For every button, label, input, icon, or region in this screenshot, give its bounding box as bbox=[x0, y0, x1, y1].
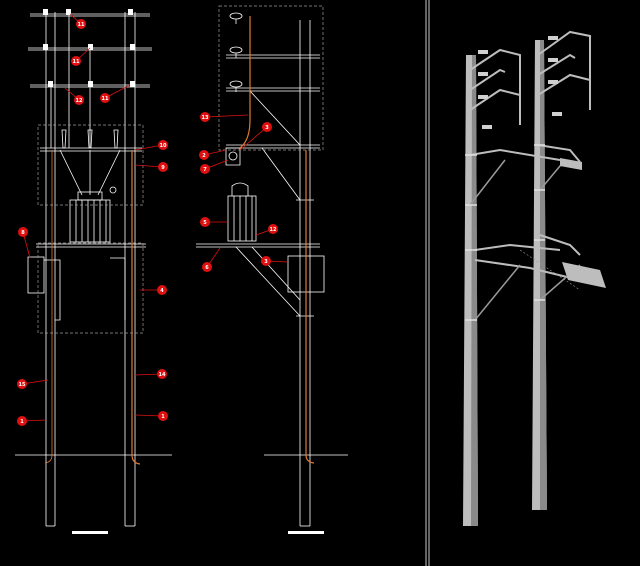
callout-number: 7 bbox=[203, 167, 207, 173]
callout-bubble bbox=[200, 217, 210, 227]
callout-bubble bbox=[17, 416, 27, 426]
side-down-lead bbox=[239, 16, 315, 464]
callout-front-12: 1 bbox=[134, 411, 168, 421]
front-drop-conductors bbox=[50, 14, 121, 196]
callout-number: 11 bbox=[78, 22, 85, 28]
callout-number: 11 bbox=[102, 96, 109, 102]
side-pole bbox=[299, 20, 311, 527]
callout-number: 5 bbox=[203, 220, 207, 226]
side-braces bbox=[235, 90, 301, 317]
callout-number: 1 bbox=[161, 414, 165, 420]
front-detail-frames bbox=[37, 124, 144, 334]
render-left-pole bbox=[463, 55, 478, 526]
callout-front-3: 11 bbox=[100, 84, 131, 103]
front-scale-bar bbox=[72, 531, 108, 534]
callout-side-6: 12 bbox=[255, 224, 278, 236]
callout-bubble bbox=[158, 411, 168, 421]
callout-leader bbox=[239, 126, 268, 151]
callout-leader bbox=[204, 114, 249, 118]
callout-bubble bbox=[71, 56, 81, 66]
callout-number: 3 bbox=[264, 259, 268, 265]
callout-side-1: 13 bbox=[200, 112, 249, 122]
render-dashes bbox=[519, 249, 581, 291]
callout-bubble bbox=[18, 227, 28, 237]
render-pole-bands bbox=[465, 144, 545, 321]
render-3d-view bbox=[463, 30, 606, 526]
front-insulators bbox=[43, 9, 135, 87]
callout-bubble bbox=[200, 164, 210, 174]
render-braces bbox=[469, 159, 581, 321]
callout-front-6: 9 bbox=[134, 162, 168, 172]
callout-front-11: 1 bbox=[17, 416, 47, 426]
front-down-lead bbox=[44, 150, 141, 465]
callout-number: 11 bbox=[73, 59, 80, 65]
render-platform bbox=[560, 158, 606, 288]
callout-bubble bbox=[202, 262, 212, 272]
callout-front-1: 11 bbox=[69, 13, 86, 29]
render-right-pole bbox=[532, 40, 547, 510]
front-transformer bbox=[69, 191, 111, 243]
callout-front-2: 11 bbox=[71, 47, 91, 66]
callout-front-5: 10 bbox=[134, 140, 168, 151]
side-transformer bbox=[227, 182, 257, 242]
side-elevation bbox=[196, 12, 348, 534]
callout-front-4: 12 bbox=[64, 87, 84, 105]
callout-side-3: 3 bbox=[239, 122, 272, 151]
callout-bubble bbox=[268, 224, 278, 234]
callout-bubble bbox=[158, 162, 168, 172]
render-insulators bbox=[478, 36, 562, 129]
callout-number: 2 bbox=[202, 153, 206, 159]
side-scale-bar bbox=[288, 531, 324, 534]
front-cutouts bbox=[61, 129, 119, 194]
callout-front-7: 8 bbox=[18, 227, 31, 259]
callout-number: 6 bbox=[205, 265, 209, 271]
callout-number: 12 bbox=[270, 227, 277, 233]
callout-front-10: 14 bbox=[134, 369, 167, 379]
callout-number: 4 bbox=[160, 288, 164, 294]
callout-bubble bbox=[100, 93, 110, 103]
callout-number: 15 bbox=[19, 382, 26, 388]
callout-side-8: 3 bbox=[261, 256, 289, 266]
callout-bubble bbox=[157, 369, 167, 379]
callout-number: 14 bbox=[159, 372, 166, 378]
front-left-pole bbox=[45, 12, 56, 527]
callout-number: 1 bbox=[20, 419, 24, 425]
viewport-divider bbox=[425, 0, 430, 566]
callout-side-2: 2 bbox=[199, 149, 227, 160]
side-crossarms bbox=[196, 54, 320, 317]
callout-number: 13 bbox=[202, 115, 209, 121]
callout-front-9: 15 bbox=[17, 379, 49, 389]
callout-number: 9 bbox=[161, 165, 165, 171]
render-crossarms bbox=[469, 30, 601, 286]
front-meter-box bbox=[27, 256, 126, 321]
callout-front-8: 4 bbox=[140, 285, 167, 295]
side-detail-frame bbox=[218, 5, 324, 151]
callout-number: 3 bbox=[265, 125, 269, 131]
front-elevation bbox=[15, 9, 172, 534]
callout-side-4: 7 bbox=[200, 159, 229, 174]
callout-bubble bbox=[200, 112, 210, 122]
callout-number: 12 bbox=[76, 98, 83, 104]
callout-bubble bbox=[157, 285, 167, 295]
callout-bubble bbox=[158, 140, 168, 150]
side-cutout bbox=[225, 147, 241, 166]
callout-bubble bbox=[262, 122, 272, 132]
callout-bubble bbox=[17, 379, 27, 389]
callout-bubble bbox=[261, 256, 271, 266]
front-right-pole bbox=[124, 12, 136, 527]
side-insulators bbox=[229, 12, 243, 92]
callout-side-5: 5 bbox=[200, 217, 228, 227]
callout-number: 10 bbox=[160, 143, 167, 149]
callout-side-7: 6 bbox=[202, 247, 221, 272]
callout-bubble bbox=[199, 150, 209, 160]
callout-bubble bbox=[76, 19, 86, 29]
callout-bubble bbox=[74, 95, 84, 105]
callout-number: 8 bbox=[21, 230, 25, 236]
